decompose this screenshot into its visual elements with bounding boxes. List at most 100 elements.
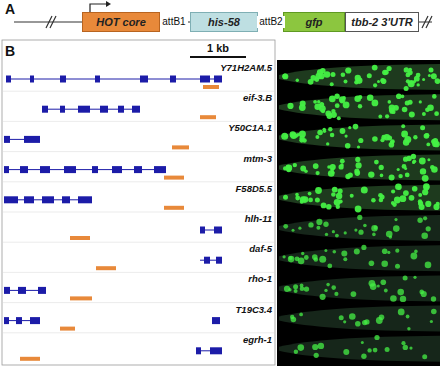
gfp-nucleus xyxy=(388,100,392,104)
worm-body xyxy=(279,275,440,301)
gfp-nucleus xyxy=(354,229,357,232)
gfp-nucleus xyxy=(300,200,304,204)
gfp-nucleus xyxy=(427,105,434,112)
gfp-nucleus xyxy=(401,341,405,345)
exon xyxy=(30,76,34,83)
gfp-nucleus xyxy=(421,291,427,297)
gfp-nucleus xyxy=(326,283,330,287)
row-divider xyxy=(3,91,274,92)
gfp-nucleus xyxy=(355,206,362,213)
row-divider xyxy=(3,272,274,273)
gfp-nucleus xyxy=(283,74,289,80)
gfp-nucleus xyxy=(293,163,297,167)
gfp-nucleus xyxy=(298,227,301,230)
box-text: his-58 xyxy=(208,16,240,28)
gfp-nucleus xyxy=(374,335,379,340)
gfp-nucleus xyxy=(358,95,362,99)
gfp-nucleus xyxy=(345,174,350,179)
gfp-nucleus xyxy=(362,320,367,325)
worm-body xyxy=(279,215,440,241)
gfp-nucleus xyxy=(332,230,335,233)
gfp-nucleus xyxy=(301,252,304,255)
gfp-nucleus xyxy=(403,345,408,350)
gfp-nucleus xyxy=(315,197,320,202)
exon xyxy=(78,196,92,203)
gfp-nucleus xyxy=(422,175,429,182)
gfp-nucleus xyxy=(434,111,439,116)
gfp-nucleus xyxy=(283,74,287,78)
hot-region xyxy=(70,296,92,300)
exon xyxy=(18,287,26,294)
gfp-nucleus xyxy=(403,276,408,281)
gfp-nucleus xyxy=(323,222,328,227)
gfp-nucleus xyxy=(286,165,293,172)
gfp-nucleus xyxy=(413,135,417,139)
gfp-nucleus xyxy=(389,235,392,238)
gfp-nucleus xyxy=(313,163,319,169)
gfp-nucleus xyxy=(379,314,385,320)
gfp-nucleus xyxy=(397,168,400,171)
gfp-nucleus xyxy=(308,198,313,203)
gfp-nucleus xyxy=(419,100,422,103)
gfp-nucleus xyxy=(378,115,382,119)
gfp-nucleus xyxy=(356,77,363,84)
exon xyxy=(4,287,10,294)
gene-name: egrh-1 xyxy=(243,335,272,346)
gfp-nucleus xyxy=(382,248,388,254)
gfp-nucleus xyxy=(413,276,416,279)
gfp-nucleus xyxy=(319,256,326,263)
gfp-nucleus xyxy=(314,353,319,358)
gfp-nucleus xyxy=(358,230,363,235)
gfp-nucleus xyxy=(341,250,347,256)
gfp-nucleus xyxy=(412,186,418,192)
gfp-nucleus xyxy=(420,168,426,174)
gfp-nucleus xyxy=(324,289,327,292)
exon xyxy=(154,166,166,173)
gfp-nucleus xyxy=(372,100,379,107)
gfp-nucleus xyxy=(348,126,351,129)
gfp-nucleus xyxy=(358,138,363,143)
hot-region xyxy=(164,206,184,210)
exon xyxy=(100,106,108,113)
exon xyxy=(62,196,70,203)
gene-name: rho-1 xyxy=(248,274,272,285)
gfp-nucleus xyxy=(351,291,357,297)
gfp-nucleus xyxy=(330,168,334,172)
gfp-nucleus xyxy=(390,110,394,114)
gfp-nucleus xyxy=(401,124,405,128)
gfp-nucleus xyxy=(292,229,295,232)
gfp-nucleus xyxy=(335,103,340,108)
gfp-nucleus xyxy=(320,68,326,74)
gfp-nucleus xyxy=(426,226,431,231)
exon xyxy=(60,76,66,83)
intron-line xyxy=(6,79,222,80)
worm-body xyxy=(279,124,440,150)
gfp-nucleus xyxy=(380,194,385,199)
gfp-nucleus xyxy=(316,219,322,225)
gfp-nucleus xyxy=(313,100,317,104)
gfp-nucleus xyxy=(283,224,288,229)
gene-name: F58D5.5 xyxy=(236,184,272,195)
gfp-nucleus xyxy=(355,157,360,162)
gfp-nucleus xyxy=(344,80,348,84)
gfp-nucleus xyxy=(289,256,293,260)
exon xyxy=(24,196,34,203)
gfp-nucleus xyxy=(302,138,306,142)
exon xyxy=(95,76,100,83)
gfp-nucleus xyxy=(339,96,346,103)
gfp-nucleus xyxy=(308,192,312,196)
gfp-nucleus xyxy=(363,224,367,228)
gfp-nucleus xyxy=(339,164,344,169)
gfp-nucleus xyxy=(395,264,400,269)
exon xyxy=(92,166,98,173)
gfp-nucleus xyxy=(423,183,430,190)
gfp-nucleus xyxy=(409,112,415,118)
gfp-nucleus xyxy=(325,110,331,116)
gfp-nucleus xyxy=(430,320,433,323)
gfp-nucleus xyxy=(369,280,376,287)
exon xyxy=(200,76,210,83)
gfp-nucleus xyxy=(288,288,291,291)
row-divider xyxy=(3,242,274,243)
gene-models xyxy=(3,76,274,361)
gfp-nucleus xyxy=(297,133,300,136)
